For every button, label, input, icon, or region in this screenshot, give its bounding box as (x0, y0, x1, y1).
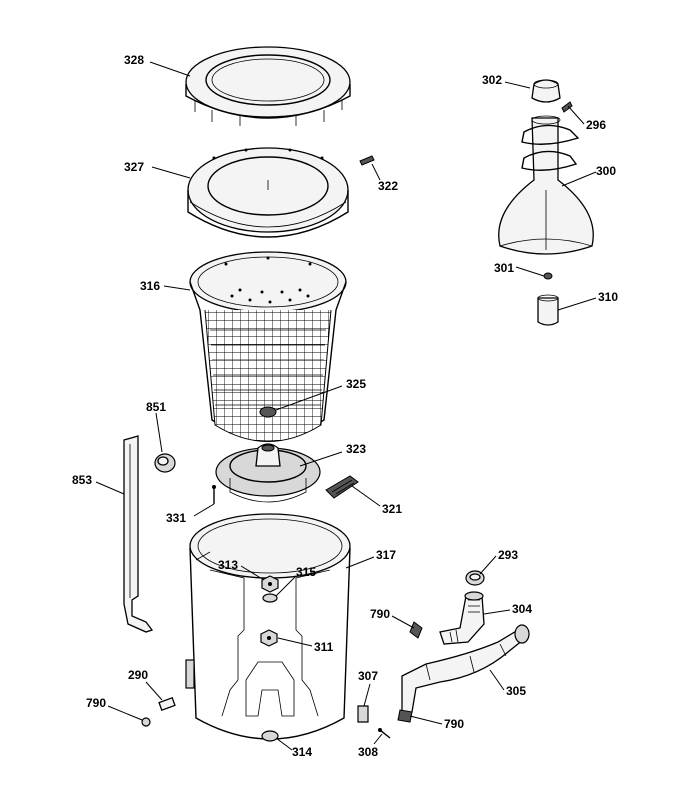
label-851: 851 (146, 400, 166, 414)
part-316-wash-basket (189, 251, 347, 442)
part-327-balance-ring (187, 147, 349, 238)
label-301: 301 (494, 261, 514, 275)
label-313: 313 (218, 558, 238, 572)
part-851-cap (154, 453, 176, 473)
part-790-clip-left (141, 717, 151, 727)
label-316: 316 (140, 279, 160, 293)
label-790-left: 790 (86, 696, 106, 710)
part-307-clip (357, 705, 369, 723)
label-321: 321 (382, 502, 402, 516)
label-331: 331 (166, 511, 186, 525)
label-328: 328 (124, 53, 144, 67)
part-296-screw (561, 101, 573, 113)
label-302: 302 (482, 73, 502, 87)
part-323-drive-hub (215, 443, 321, 503)
part-300-agitator (498, 115, 594, 255)
label-290: 290 (128, 668, 148, 682)
part-322-screw (359, 155, 375, 166)
part-313-nut (261, 575, 279, 593)
part-290-grommet (158, 697, 176, 711)
label-293: 293 (498, 548, 518, 562)
part-308-screw (378, 728, 391, 739)
part-314-seal (261, 730, 279, 742)
label-296: 296 (586, 118, 606, 132)
label-311: 311 (314, 640, 334, 654)
part-790-clip-middle (409, 621, 423, 639)
part-293-clamp (465, 570, 485, 586)
label-305: 305 (506, 684, 526, 698)
label-323: 323 (346, 442, 366, 456)
label-300: 300 (596, 164, 616, 178)
part-853-pressure-tube (123, 435, 154, 633)
label-307: 307 (358, 669, 378, 683)
label-853: 853 (72, 473, 92, 487)
part-305-drain-hose (401, 624, 530, 715)
label-315: 315 (296, 565, 316, 579)
part-328-tub-cover (185, 46, 351, 126)
part-325-hub-nut (259, 406, 277, 418)
part-321-filter (325, 475, 359, 499)
leader-lines (95, 61, 597, 751)
part-301-washer (543, 272, 553, 280)
part-302-agitator-cap (531, 79, 561, 103)
part-315-washer (262, 593, 278, 603)
label-308: 308 (358, 745, 378, 759)
label-790-middle: 790 (370, 607, 390, 621)
label-304: 304 (512, 602, 532, 616)
label-314: 314 (292, 745, 312, 759)
part-317-outer-tub (185, 513, 351, 740)
part-304-hose (439, 591, 485, 645)
label-322: 322 (378, 179, 398, 193)
part-331-screw (212, 485, 216, 504)
part-790-clip-right (397, 709, 413, 723)
label-327: 327 (124, 160, 144, 174)
part-labels: 328 327 322 316 325 323 321 851 853 331 … (72, 53, 618, 759)
label-325: 325 (346, 377, 366, 391)
label-310: 310 (598, 290, 618, 304)
label-317: 317 (376, 548, 396, 562)
label-790-right: 790 (444, 717, 464, 731)
part-311-nut (260, 629, 278, 647)
part-310-coupling (537, 294, 559, 326)
